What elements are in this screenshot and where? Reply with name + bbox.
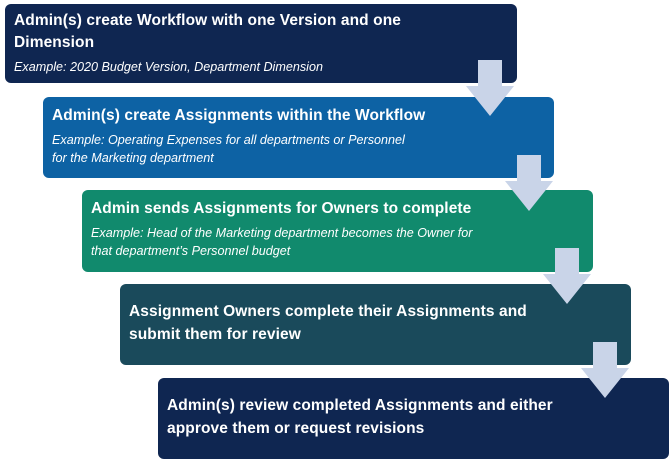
down-arrow-icon <box>505 155 553 211</box>
step-box-create-workflow: Admin(s) create Workflow with one Versio… <box>5 4 517 83</box>
step-example: Example: Operating Expenses for all depa… <box>52 133 405 165</box>
step-title: Admin(s) review completed Assignments an… <box>167 397 553 437</box>
step-box-create-assignments: Admin(s) create Assignments within the W… <box>43 97 554 178</box>
step-box-send-assignments: Admin sends Assignments for Owners to co… <box>82 190 593 272</box>
step-example: Example: Head of the Marketing departmen… <box>91 226 473 258</box>
down-arrow-icon <box>543 248 591 304</box>
down-arrow-icon <box>581 342 629 398</box>
down-arrow-icon <box>466 60 514 116</box>
step-box-review-assignments: Admin(s) review completed Assignments an… <box>158 378 669 459</box>
step-box-complete-assignments: Assignment Owners complete their Assignm… <box>120 284 631 365</box>
step-example: Example: 2020 Budget Version, Department… <box>14 60 323 74</box>
step-title: Admin(s) create Workflow with one Versio… <box>14 12 402 51</box>
step-title: Assignment Owners complete their Assignm… <box>129 303 527 343</box>
step-title: Admin(s) create Assignments within the W… <box>52 107 426 124</box>
step-title: Admin sends Assignments for Owners to co… <box>91 200 472 217</box>
